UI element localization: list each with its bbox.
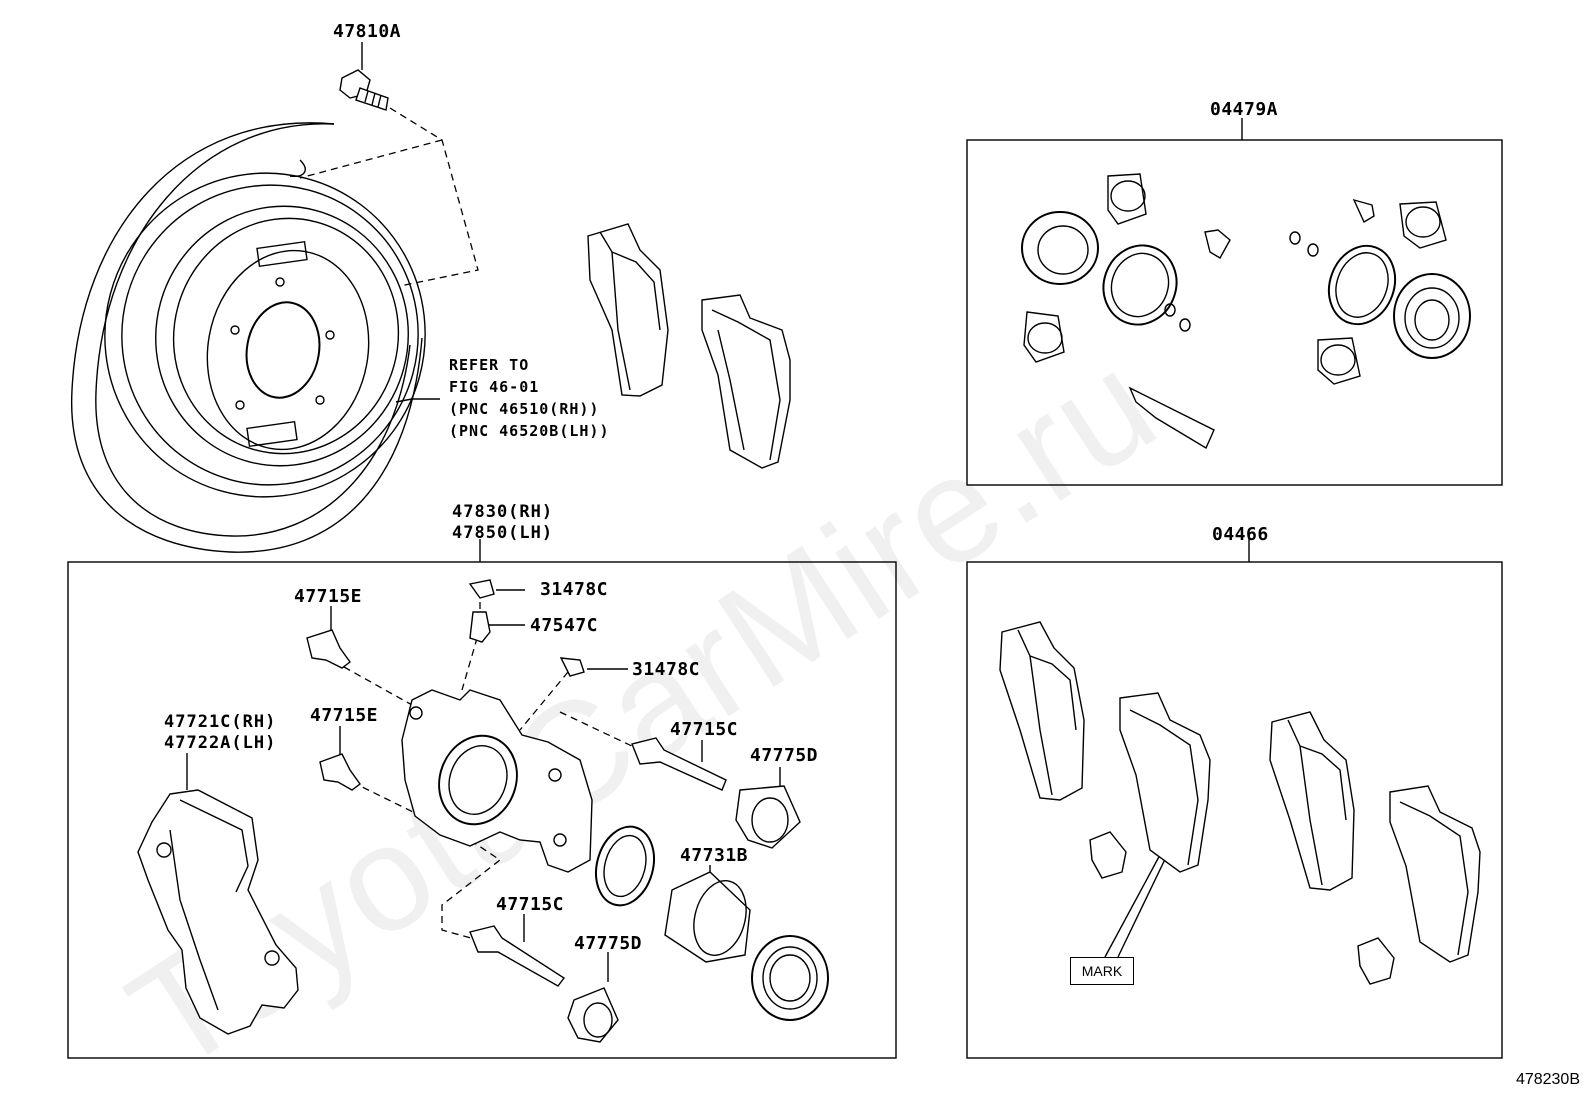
mark-label: MARK — [1070, 957, 1134, 985]
label-04466: 04466 — [1212, 524, 1269, 545]
label-47775D-top: 47775D — [750, 745, 819, 766]
brake-disc-drum — [71, 122, 426, 553]
label-47850-lh: 47850(LH) — [452, 523, 554, 543]
bolt-47810A — [339, 69, 389, 111]
label-47830: 47830(RH) 47850(LH) — [452, 502, 553, 544]
caliper-bracket — [137, 789, 299, 1035]
label-47721C-rh: 47721C(RH) — [164, 712, 277, 732]
label-31478C-bottom: 31478C — [632, 659, 701, 680]
label-47775D-bottom: 47775D — [574, 933, 643, 954]
label-47715C-top: 47715C — [670, 719, 739, 740]
label-47715E-bottom: 47715E — [310, 705, 379, 726]
label-47547C: 47547C — [530, 615, 599, 636]
label-47715E-top: 47715E — [294, 586, 363, 607]
boots-piston-seals — [567, 785, 829, 1043]
seal-kit-box — [966, 139, 1503, 486]
refer-line-2: FIG 46-01 — [449, 378, 540, 396]
refer-line-1: REFER TO — [449, 356, 530, 374]
pad-kit-box — [966, 561, 1503, 1059]
caliper-body — [401, 689, 593, 873]
upper-brake-pads — [587, 223, 791, 469]
refer-line-3: (PNC 46510(RH)) — [449, 400, 600, 418]
label-47722A-lh: 47722A(LH) — [164, 733, 277, 753]
label-47731B: 47731B — [680, 845, 749, 866]
label-31478C-top: 31478C — [540, 579, 609, 600]
label-47721C: 47721C(RH) 47722A(LH) — [164, 712, 276, 754]
refer-line-4: (PNC 46520B(LH)) — [449, 422, 610, 440]
label-47810A: 47810A — [333, 21, 402, 42]
label-47715C-bottom: 47715C — [496, 894, 565, 915]
seal-kit-parts — [1021, 173, 1471, 450]
caliper-assembly-box — [67, 561, 897, 1059]
small-hardware — [306, 579, 727, 987]
label-refer-to: REFER TO FIG 46-01 (PNC 46510(RH)) (PNC … — [449, 354, 610, 442]
label-04479A: 04479A — [1210, 99, 1279, 120]
diagram-code: 478230B — [1515, 1071, 1580, 1088]
label-47830-rh: 47830(RH) — [452, 502, 554, 522]
pad-kit-pads — [999, 621, 1481, 985]
